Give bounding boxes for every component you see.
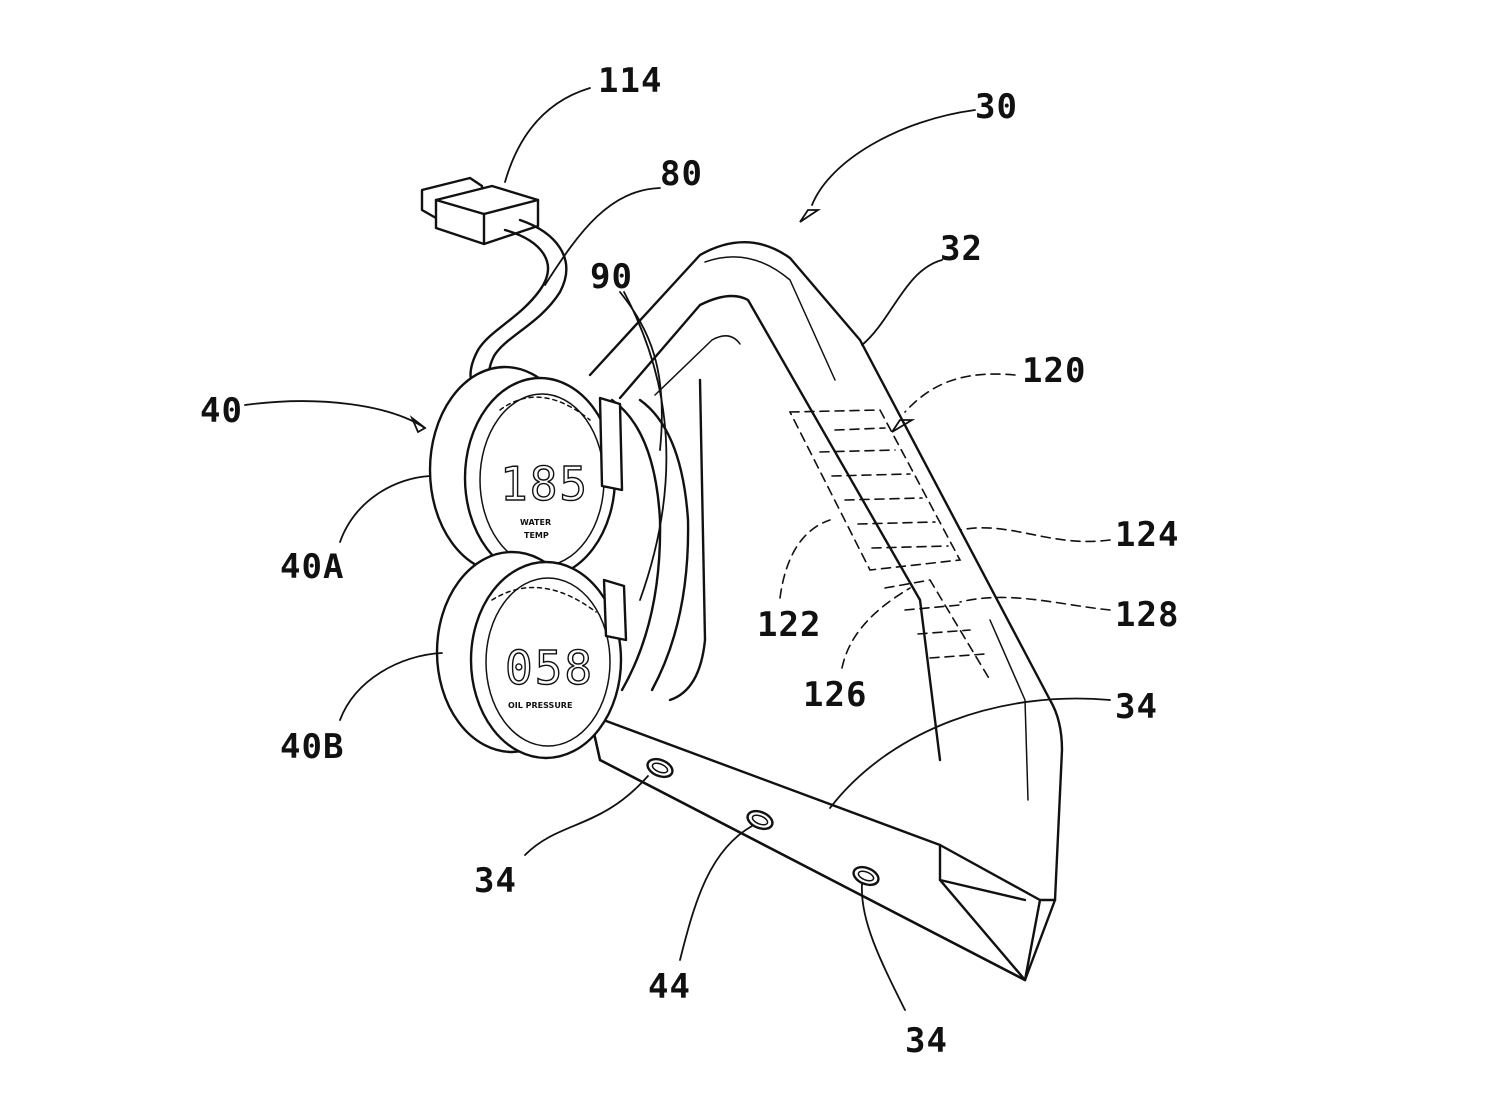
- ref-44: 44: [648, 967, 691, 1007]
- connector-plug: [422, 178, 538, 244]
- gauge-a-label-2: TEMP: [524, 531, 549, 540]
- gauge-40a: 185 WATER TEMP: [430, 367, 615, 578]
- ref-114: 114: [598, 61, 662, 101]
- ref-34-left: 34: [474, 861, 517, 901]
- bracket-30: [590, 242, 1062, 980]
- gauge-40b: 058 OIL PRESSURE: [437, 552, 621, 758]
- gauge-b-label: OIL PRESSURE: [508, 701, 572, 710]
- ref-128: 128: [1115, 595, 1179, 635]
- ref-126: 126: [803, 675, 867, 715]
- ref-40b: 40B: [280, 727, 344, 767]
- ref-34-right: 34: [1115, 687, 1158, 727]
- ref-34-bottom: 34: [905, 1021, 948, 1061]
- ref-124: 124: [1115, 515, 1179, 555]
- ref-40a: 40A: [280, 547, 344, 587]
- gauge-a-reading: 185: [500, 457, 589, 511]
- ref-80: 80: [660, 154, 703, 194]
- gauge-a-label-1: WATER: [520, 518, 551, 527]
- ref-40: 40: [200, 391, 243, 431]
- ref-120: 120: [1022, 351, 1086, 391]
- ref-90: 90: [590, 257, 633, 297]
- cable-80: [471, 220, 567, 388]
- ref-32: 32: [940, 229, 983, 269]
- ref-30: 30: [975, 87, 1018, 127]
- ref-122: 122: [757, 605, 821, 645]
- gauge-b-reading: 058: [505, 641, 594, 695]
